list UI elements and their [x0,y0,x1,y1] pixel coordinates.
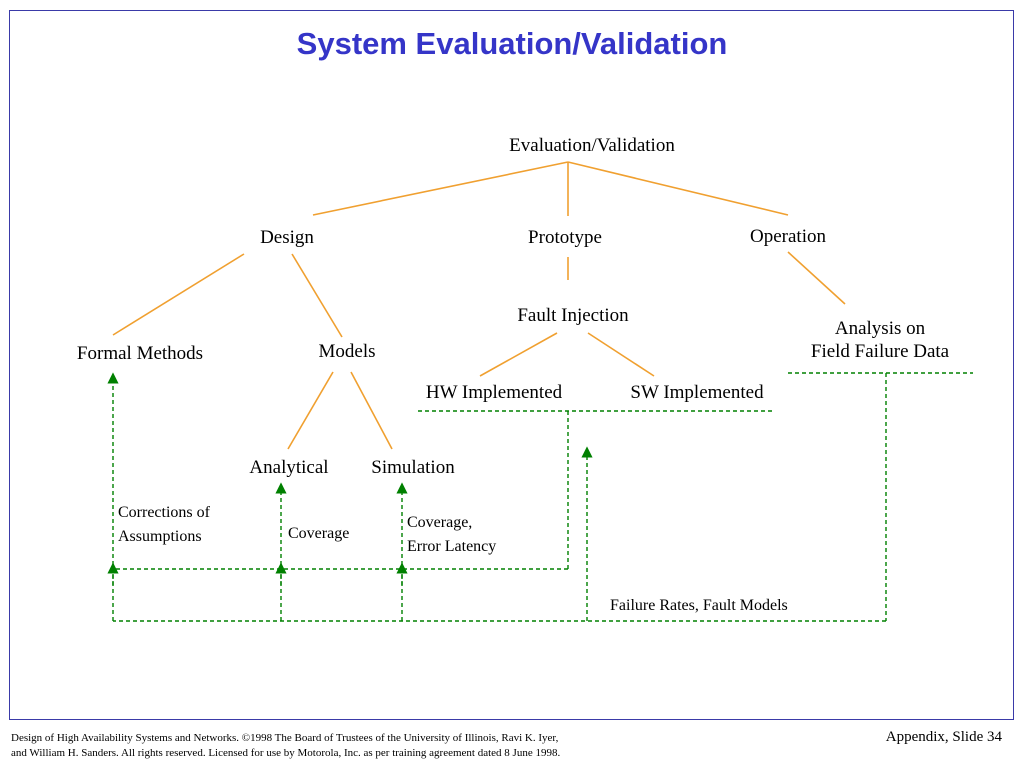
note-corrections-of-assumptions: Corrections of Assumptions [118,501,210,549]
footer-copyright: Design of High Availability Systems and … [11,731,560,761]
slide-number: Appendix, Slide 34 [885,729,1002,745]
node-sw-implemented: SW Implemented [630,382,764,403]
node-hw-implemented: HW Implemented [425,382,563,403]
edge-fault-sw [587,332,655,377]
node-analysis-field-data: Analysis on Field Failure Data [811,318,949,364]
note-failure-rates-fault-models: Failure Rates, Fault Models [610,597,788,614]
note-coverage-latency-line-2: Error Latency [407,538,497,555]
note-corrections-line-2: Assumptions [118,528,202,545]
node-operation: Operation [750,226,826,247]
feedback-connectors [107,372,973,622]
note-coverage: Coverage [288,525,350,542]
analysis-line-2: Field Failure Data [810,340,950,362]
edge-fault-hw [479,332,558,377]
footer-line-2: and William H. Sanders. All rights reser… [11,747,561,759]
edge-operation-analysis [787,251,846,305]
node-fault-injection: Fault Injection [517,305,629,326]
node-models: Models [318,341,376,362]
slide-title: System Evaluation/Validation [296,26,728,61]
edge-models-simulation [350,371,393,450]
edge-models-analytical [287,371,334,450]
note-coverage-error-latency: Coverage, Error Latency [407,511,496,559]
analysis-line-1: Analysis on [834,318,926,339]
node-simulation: Simulation [371,457,455,478]
slide-frame [9,10,1014,720]
note-coverage-latency-line-1: Coverage, [407,514,473,531]
node-analytical: Analytical [249,457,329,478]
edge-root-design [312,161,569,216]
edge-design-formal [112,253,245,336]
note-corrections-line-1: Corrections of [118,504,210,521]
edge-design-models [291,253,343,338]
node-prototype: Prototype [528,227,602,248]
node-evaluation-validation: Evaluation/Validation [509,135,675,156]
tree-connectors [112,161,846,450]
node-design: Design [260,227,314,248]
footer-line-1: Design of High Availability Systems and … [11,732,559,744]
edge-root-operation [567,161,789,216]
node-formal-methods: Formal Methods [76,343,204,364]
